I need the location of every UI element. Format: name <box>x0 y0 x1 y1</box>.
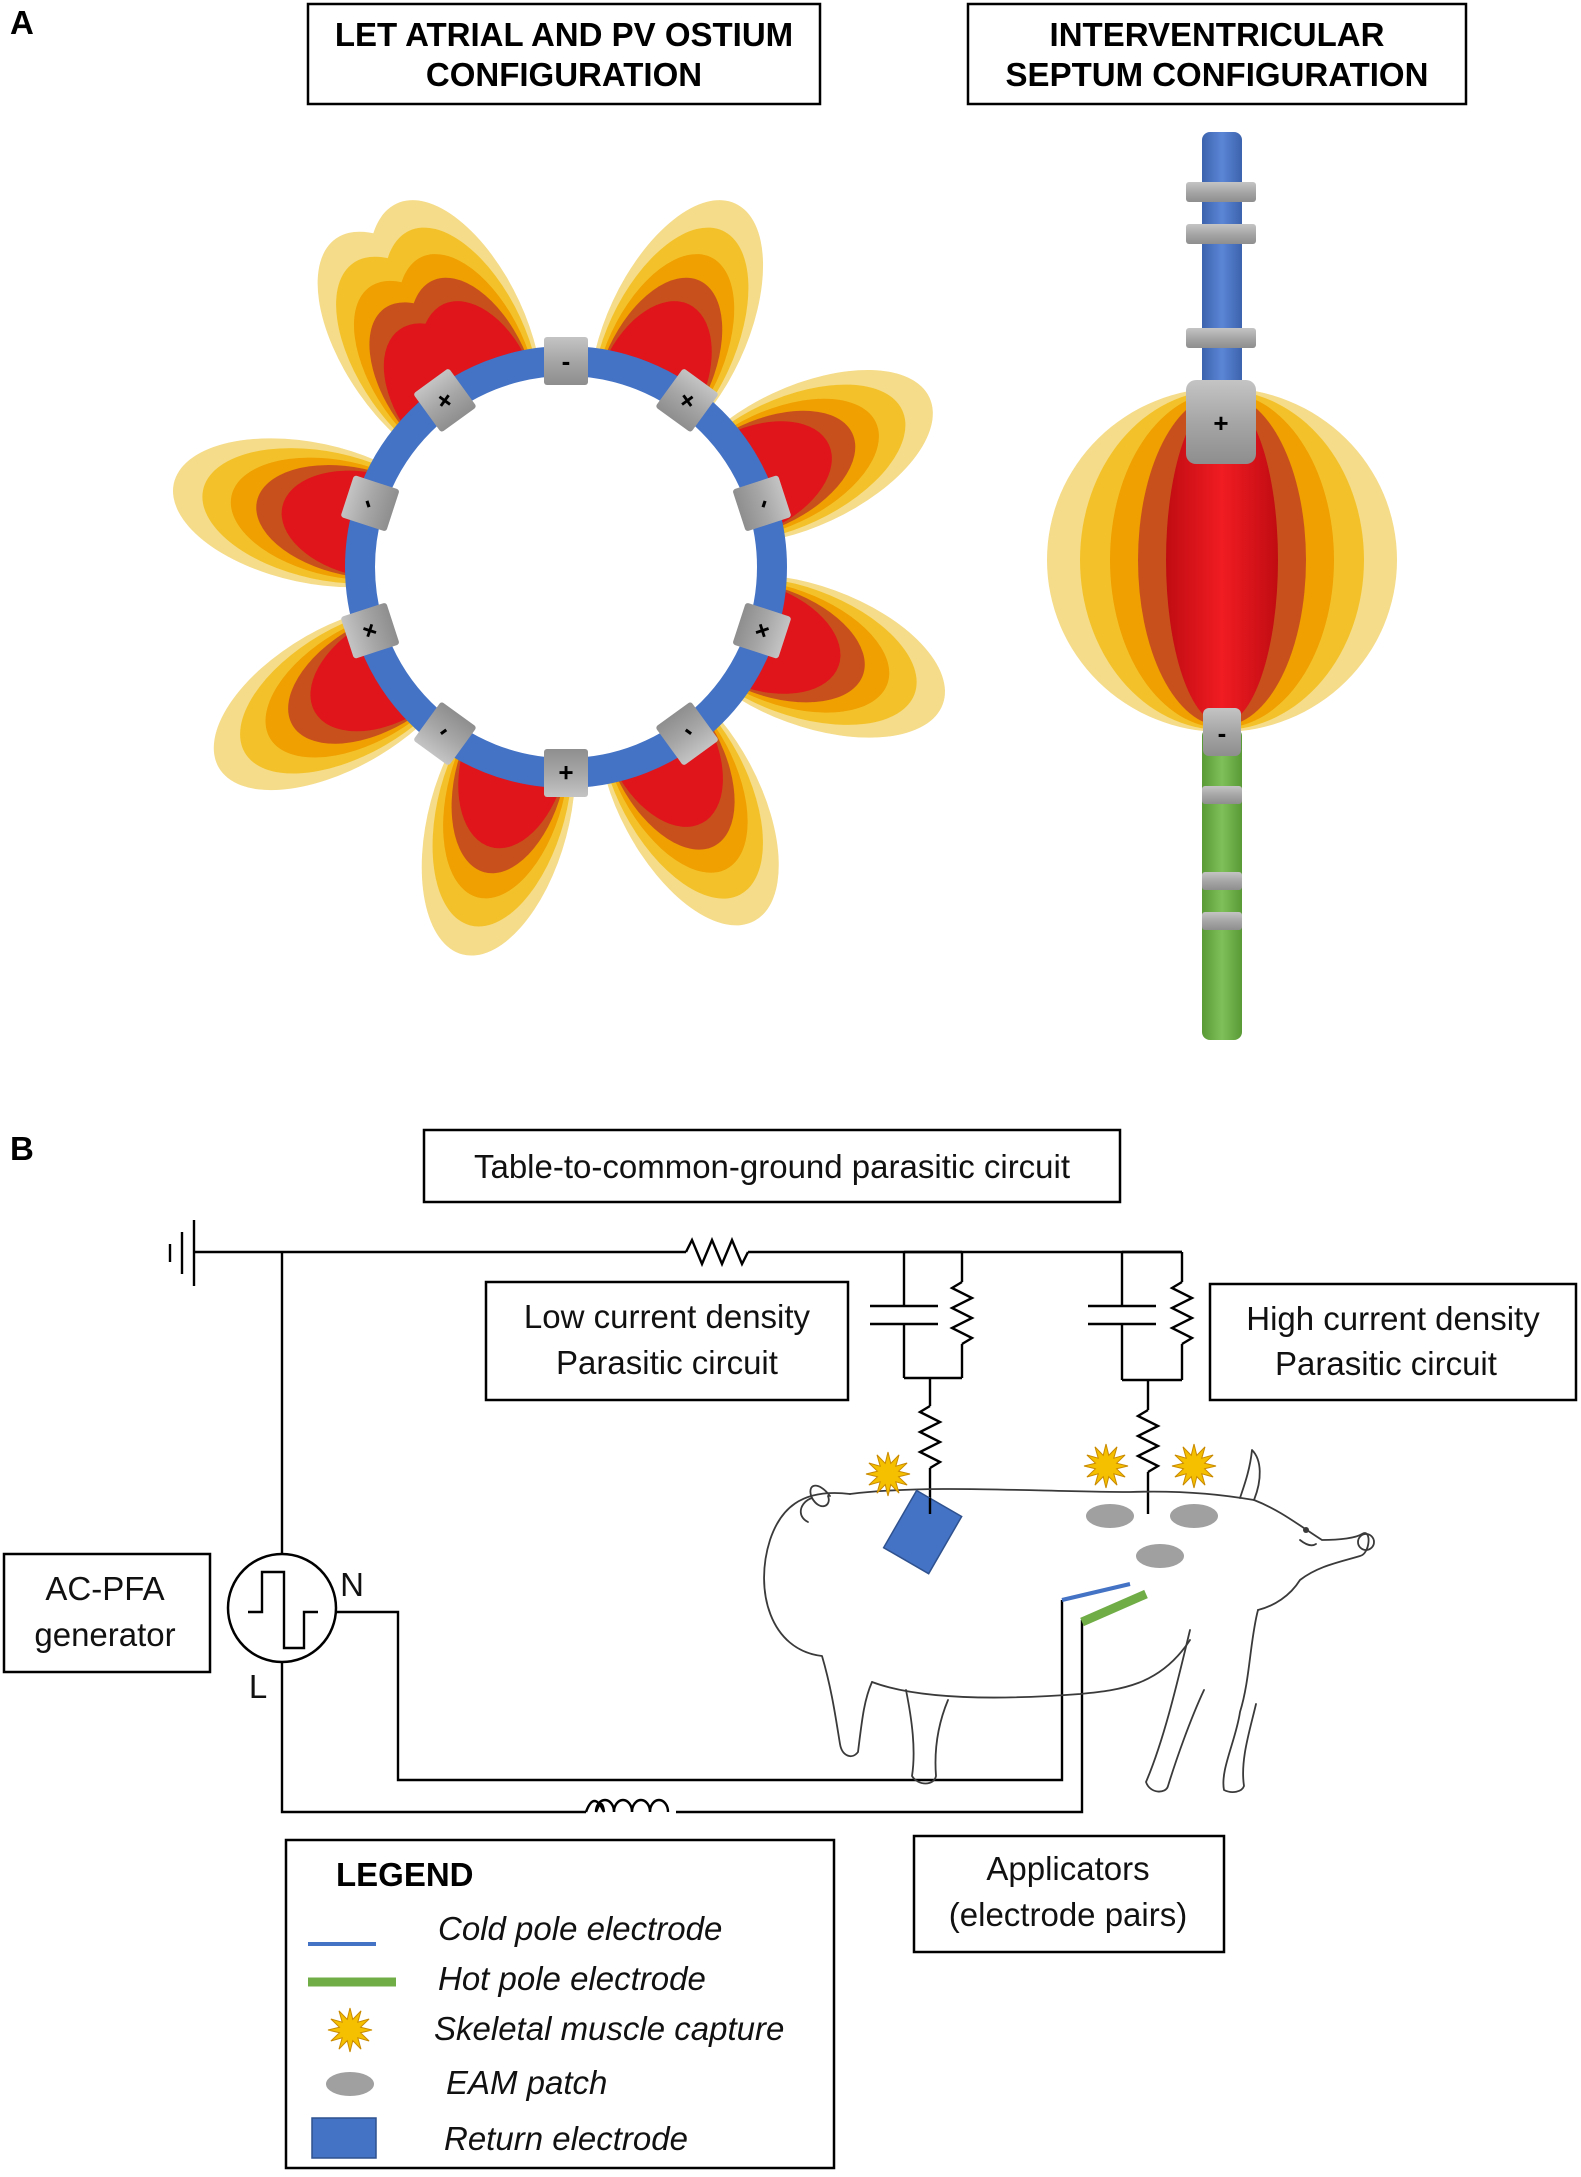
high-current-branch <box>1088 1250 1195 1514</box>
field-lobes <box>172 200 945 956</box>
generator-box: AC-PFA generator <box>2 1552 212 1674</box>
panel-b-letter: B <box>10 1130 34 1167</box>
ring-interior <box>374 375 758 759</box>
parasitic-title-box: Table-to-common-ground parasitic circuit <box>422 1128 1122 1204</box>
left-title-box: LET ATRIAL AND PV OSTIUM CONFIGURATION <box>306 2 822 106</box>
septum-ring-electrode <box>1186 224 1256 244</box>
septum-ring-electrode <box>1186 182 1256 202</box>
low-current-line-1: Low current density <box>524 1298 811 1335</box>
ring-electrode <box>341 603 399 659</box>
ring-electrode <box>656 369 718 432</box>
eam-patch <box>1170 1504 1218 1528</box>
ring-electrode <box>414 702 476 765</box>
low-current-box: Low current density Parasitic circuit <box>484 1280 850 1402</box>
septum-positive-sign: + <box>1213 408 1228 438</box>
ring-electrode <box>544 749 588 797</box>
spark-icon <box>1171 1443 1217 1489</box>
ring-electrode-sign: + <box>558 758 573 788</box>
return-electrode <box>882 1489 963 1575</box>
septum-configuration: + - <box>1047 132 1397 1040</box>
legend-item-muscle-capture: Skeletal muscle capture <box>434 2010 784 2047</box>
generator-symbol-icon <box>226 1552 338 1664</box>
right-title-line-1: INTERVENTRICULAR <box>1050 16 1385 53</box>
septum-negative-electrode <box>1203 708 1241 756</box>
septum-ring-electrode <box>1202 912 1242 930</box>
inductor-coil <box>594 1798 616 1813</box>
generator: N L <box>226 1552 364 1705</box>
pig-drawing <box>763 1449 1375 1793</box>
high-current-line-1: High current density <box>1246 1300 1540 1337</box>
output-wires <box>280 1600 1084 1814</box>
ring-electrode-sign: - <box>562 346 571 376</box>
ring-configuration: -+-+-+-+-+ <box>172 200 945 956</box>
left-title-line-1: LET ATRIAL AND PV OSTIUM <box>335 16 793 53</box>
right-title-line-2: SEPTUM CONFIGURATION <box>1006 56 1429 93</box>
inductor-icon <box>594 1798 670 1813</box>
low-current-branch <box>870 1250 975 1498</box>
septum-shaft-cold <box>1202 132 1242 424</box>
septum-field <box>1047 388 1397 732</box>
legend: LEGEND Cold pole electrode Hot pole elec… <box>284 1838 836 2170</box>
left-title-line-2: CONFIGURATION <box>426 56 702 93</box>
legend-return-swatch <box>311 2117 377 2159</box>
septum-ring-electrode <box>1186 328 1256 348</box>
applicators-box: Applicators (electrode pairs) <box>912 1834 1226 1954</box>
hot-pole-electrode <box>1080 1589 1148 1627</box>
square-wave-icon <box>248 1570 318 1650</box>
applicators-line-1: Applicators <box>986 1850 1149 1887</box>
neutral-label: N <box>340 1566 364 1603</box>
eam-patch <box>1086 1504 1134 1528</box>
right-title-box: INTERVENTRICULAR SEPTUM CONFIGURATION <box>966 2 1468 106</box>
septum-ring-electrode <box>1202 786 1242 804</box>
septum-positive-electrode <box>1186 380 1256 464</box>
spark-icon <box>865 1451 911 1497</box>
legend-spark-icon <box>327 2007 373 2053</box>
ring-electrode <box>544 337 588 385</box>
muscle-capture-sparks <box>865 1443 1217 1497</box>
inductor-coil <box>612 1798 634 1813</box>
ring-electrode <box>733 603 791 659</box>
legend-eam-swatch <box>326 2072 374 2096</box>
applicators-line-2: (electrode pairs) <box>949 1896 1187 1933</box>
panel-a-letter: A <box>10 4 34 41</box>
septum-ring-electrode <box>1202 872 1242 890</box>
legend-item-eam-patch: EAM patch <box>446 2064 607 2101</box>
ground-symbol-icon <box>168 1220 196 1286</box>
top-rail-wire <box>194 1236 1182 1556</box>
ring-electrodes: -+-+-+-+-+ <box>341 337 791 797</box>
parasitic-title: Table-to-common-ground parasitic circuit <box>474 1148 1070 1185</box>
high-current-box: High current density Parasitic circuit <box>1208 1282 1578 1402</box>
generator-line-1: AC-PFA <box>45 1570 164 1607</box>
pig-electrodes <box>882 1489 1218 1627</box>
generator-line-2: generator <box>34 1616 175 1653</box>
line-label: L <box>249 1668 267 1705</box>
ring-electrode <box>656 702 718 765</box>
septum-negative-sign: - <box>1218 718 1227 748</box>
legend-item-return-electrode: Return electrode <box>444 2120 688 2157</box>
eam-patch <box>1136 1544 1184 1568</box>
legend-title: LEGEND <box>336 1856 474 1893</box>
ring-electrode <box>414 369 476 432</box>
legend-item-hot-pole: Hot pole electrode <box>438 1960 706 1997</box>
low-current-line-2: Parasitic circuit <box>556 1344 778 1381</box>
spark-icon <box>327 2007 373 2053</box>
high-current-line-2: Parasitic circuit <box>1275 1345 1497 1382</box>
ring-electrode <box>733 475 791 531</box>
ring-electrode <box>341 475 399 531</box>
cold-pole-electrode <box>1061 1582 1131 1602</box>
inductor-coil <box>630 1798 652 1813</box>
legend-item-cold-pole: Cold pole electrode <box>438 1910 722 1947</box>
spark-icon <box>1083 1443 1129 1489</box>
inductor-coil <box>648 1798 670 1813</box>
